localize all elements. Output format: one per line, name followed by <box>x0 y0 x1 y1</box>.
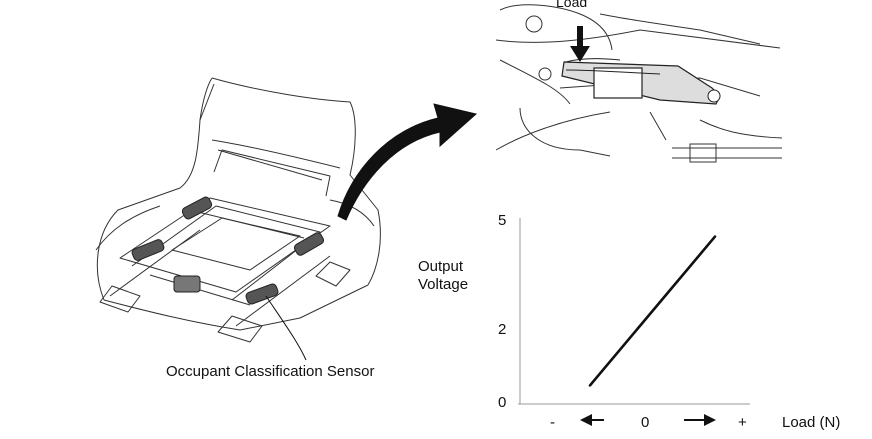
curved-arrow <box>337 103 478 221</box>
y-axis-label-line2: Voltage <box>418 276 469 293</box>
seat-sensor <box>131 196 325 305</box>
x-tick-label: 0 <box>641 414 650 431</box>
right-arrow <box>684 414 716 426</box>
x-tick-label: + <box>738 414 747 431</box>
voltage-chart <box>518 218 750 426</box>
load-arrow <box>570 26 590 62</box>
y-tick-label: 2 <box>498 321 507 338</box>
sensor-closeup <box>561 58 721 105</box>
sensor-label: Occupant Classification Sensor <box>166 363 375 380</box>
y-axis-label-line1: Output <box>418 258 464 275</box>
x-axis-label: Load (N) <box>782 414 841 431</box>
seat-illustration <box>95 77 381 343</box>
y-tick-label: 0 <box>498 394 507 411</box>
sensor-leader-line <box>265 295 307 361</box>
left-arrow <box>580 414 604 426</box>
load-label: Load <box>556 0 588 10</box>
detail-closeup <box>495 4 783 163</box>
y-tick-label: 5 <box>498 212 507 229</box>
x-tick-label: - <box>550 414 555 431</box>
voltage-line <box>588 235 717 387</box>
y-axis-label: Output Voltage <box>418 258 468 294</box>
